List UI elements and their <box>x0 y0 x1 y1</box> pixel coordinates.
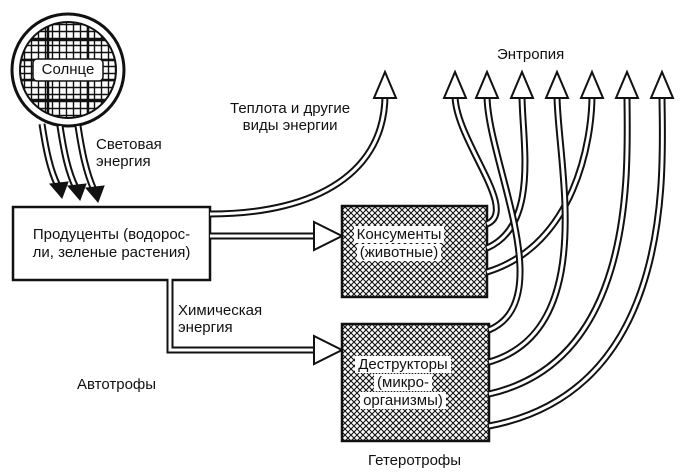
autotrophs-label: Автотрофы <box>77 376 157 393</box>
light-energy-line-2: энергия <box>96 153 151 170</box>
consumers-label: Консументы (животные) <box>344 226 454 262</box>
producers-line-2: ли, зеленые растения) <box>32 244 191 261</box>
consumers-line-1: Консументы <box>353 226 445 243</box>
heat-line-1: Теплота и другие <box>230 100 351 117</box>
decomposers-line-1: Деструкторы <box>355 356 451 373</box>
light-energy-label: Световая энергия <box>96 136 162 170</box>
chemical-line-2: энергия <box>178 319 233 336</box>
heat-line-2: виды энергии <box>242 117 338 134</box>
light-energy-arrows <box>38 123 105 203</box>
chemical-line-1: Химическая <box>178 302 263 319</box>
decomposers-label: Деструкторы (микро- организмы) <box>344 356 462 410</box>
producers-box <box>11 205 212 282</box>
producers-label: Продуценты (водорос- ли, зеленые растени… <box>15 226 208 262</box>
sun-label: Солнце <box>41 61 95 78</box>
heat-label: Теплота и другие виды энергии <box>230 100 350 134</box>
heterotrophs-label: Гетеротрофы <box>368 452 462 469</box>
decomposers-line-2: (микро- <box>374 374 432 391</box>
heat-arrows <box>209 94 666 430</box>
chemical-energy-label: Химическая энергия <box>178 302 262 336</box>
entropy-label: Энтропия <box>497 46 565 63</box>
chemical-energy-arrow <box>166 278 345 366</box>
entropy-arrowheads <box>372 69 675 99</box>
decomposers-line-3: организмы) <box>360 392 446 409</box>
sun-icon <box>10 12 126 128</box>
consumers-line-2: (животные) <box>356 244 442 261</box>
light-energy-line-1: Световая <box>96 136 162 153</box>
producers-line-1: Продуценты (водорос- <box>32 226 191 243</box>
producers-to-consumers-arrow <box>210 220 345 252</box>
